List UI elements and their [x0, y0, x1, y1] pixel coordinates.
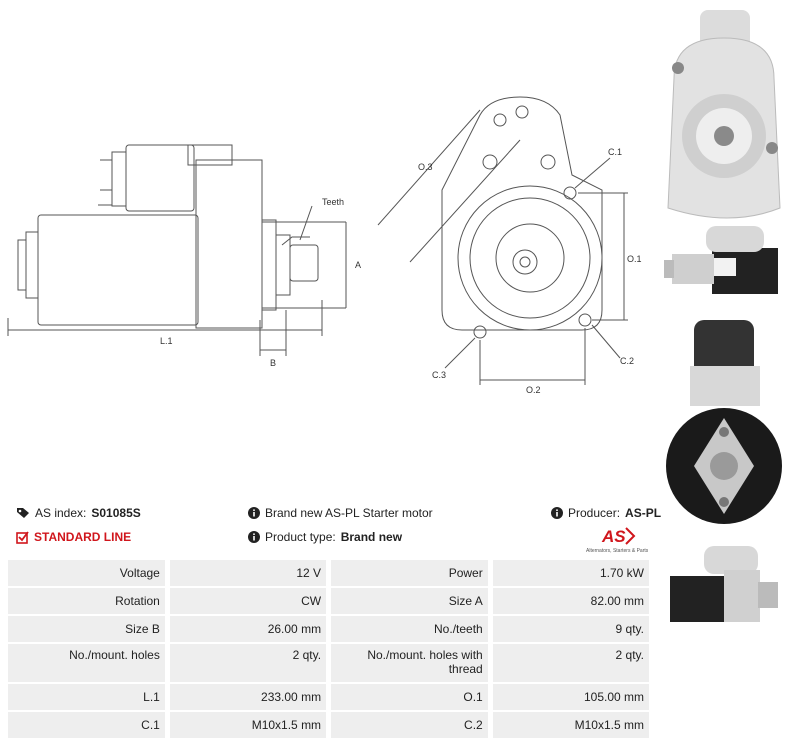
standard-line-text: STANDARD LINE	[34, 530, 132, 544]
product-photo-front-flange	[667, 10, 781, 219]
spec-label: No./mount. holes	[8, 644, 165, 682]
spec-label: Rotation	[8, 588, 165, 614]
spec-label: Size B	[8, 616, 165, 642]
product-type-label: Product type:	[265, 530, 336, 544]
label-o2: O.2	[526, 385, 541, 395]
spec-value: 105.00 mm	[492, 684, 649, 710]
producer: Producer: AS-PL	[551, 506, 661, 520]
technical-drawing: Teeth A B L.1 O.3 C.1 O.1 C.2 C.3 O.2	[7, 96, 642, 395]
producer-value: AS-PL	[625, 506, 662, 520]
tag-icon	[17, 508, 29, 518]
spec-label: O.1	[330, 684, 488, 710]
standard-line: STANDARD LINE	[16, 530, 131, 544]
table-row: C.1 M10x1.5 mm C.2 M10x1.5 mm	[8, 712, 649, 738]
svg-text:AS: AS	[601, 527, 626, 546]
spec-value: M10x1.5 mm	[169, 712, 327, 738]
as-index: AS index: S01085S	[16, 506, 141, 520]
specs-table: Voltage 12 V Power 1.70 kW Rotation CW S…	[8, 558, 649, 740]
info-icon	[551, 507, 563, 519]
product-type: Product type: Brand new	[248, 530, 402, 544]
spec-label: C.1	[8, 712, 165, 738]
producer-label: Producer:	[568, 506, 621, 520]
label-o1: O.1	[627, 254, 642, 264]
table-row: Voltage 12 V Power 1.70 kW	[8, 560, 649, 586]
checkbox-icon	[16, 530, 29, 544]
spec-value: 2 qty.	[492, 644, 649, 682]
table-row: Size B 26.00 mm No./teeth 9 qty.	[8, 616, 649, 642]
spec-label: L.1	[8, 684, 165, 710]
spec-value: M10x1.5 mm	[492, 712, 649, 738]
info-icon	[248, 531, 260, 543]
label-c2: C.2	[620, 356, 634, 366]
label-l1: L.1	[160, 336, 173, 346]
spec-label: No./teeth	[330, 616, 488, 642]
label-c1: C.1	[608, 147, 622, 157]
spec-value: 9 qty.	[492, 616, 649, 642]
label-b: B	[270, 358, 276, 368]
info-icon	[248, 507, 260, 519]
spec-label: C.2	[330, 712, 488, 738]
product-photo-rear	[666, 320, 782, 524]
table-row: L.1 233.00 mm O.1 105.00 mm	[8, 684, 649, 710]
description-text: Brand new AS-PL Starter motor	[265, 506, 433, 520]
spec-value: 1.70 kW	[492, 560, 649, 586]
table-row: No./mount. holes 2 qty. No./mount. holes…	[8, 644, 649, 682]
svg-text:Alternators, Starters & Parts: Alternators, Starters & Parts	[586, 548, 648, 554]
product-type-value: Brand new	[340, 530, 403, 544]
label-a: A	[355, 260, 361, 270]
table-row: Rotation CW Size A 82.00 mm	[8, 588, 649, 614]
spec-value: 82.00 mm	[492, 588, 649, 614]
as-index-label: AS index:	[35, 506, 87, 520]
as-index-value: S01085S	[91, 506, 141, 520]
spec-value: 233.00 mm	[169, 684, 327, 710]
spec-value: 2 qty.	[169, 644, 327, 682]
description: Brand new AS-PL Starter motor	[248, 506, 433, 520]
spec-value: 12 V	[169, 560, 327, 586]
spec-label: Power	[330, 560, 488, 586]
spec-value: 26.00 mm	[169, 616, 327, 642]
spec-value: CW	[169, 588, 327, 614]
spec-label: Voltage	[8, 560, 165, 586]
label-c3: C.3	[432, 370, 446, 380]
product-photo-angle	[670, 546, 778, 622]
label-o3: O.3	[418, 162, 433, 172]
spec-label: No./mount. holes with thread	[330, 644, 488, 682]
as-pl-logo: AS Alternators, Starters & Parts	[586, 527, 648, 554]
product-photo-side	[664, 226, 778, 294]
label-teeth: Teeth	[322, 197, 344, 207]
spec-label: Size A	[330, 588, 488, 614]
